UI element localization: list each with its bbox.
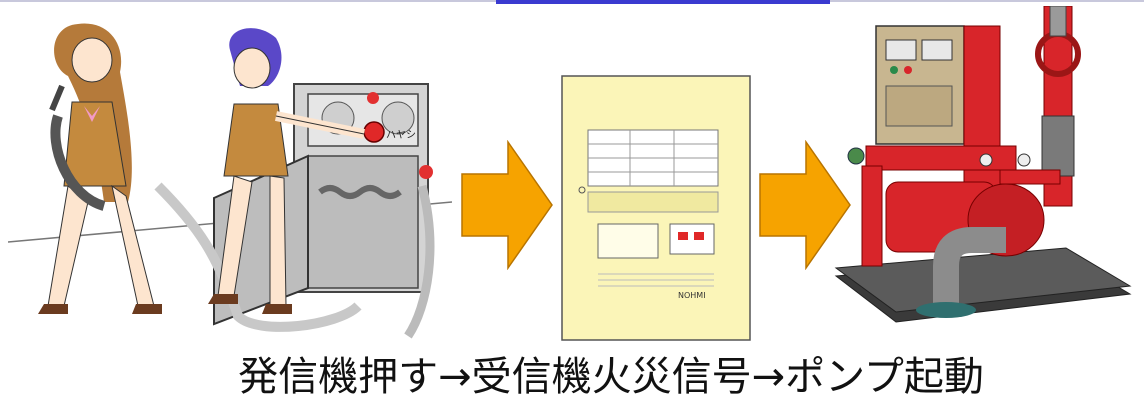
- person-pressing-button-icon: [208, 28, 366, 314]
- panel-label: NOHMI: [678, 291, 706, 300]
- caption: 発信機押す→受信機火災信号→ポンプ起動: [238, 354, 984, 400]
- fire-pump-unit-icon: [826, 6, 1138, 328]
- button-label: ハヤシ: [386, 130, 416, 141]
- top-accent-rule: [496, 0, 830, 4]
- person-with-hose-icon: [38, 23, 162, 314]
- fire-alarm-receiver-panel-icon: NOHMI: [560, 74, 752, 342]
- fig-alarm-station-scene: ハヤシ: [8, 6, 452, 354]
- arrow-right-icon: [756, 140, 852, 270]
- arrow-right-icon: [458, 140, 554, 270]
